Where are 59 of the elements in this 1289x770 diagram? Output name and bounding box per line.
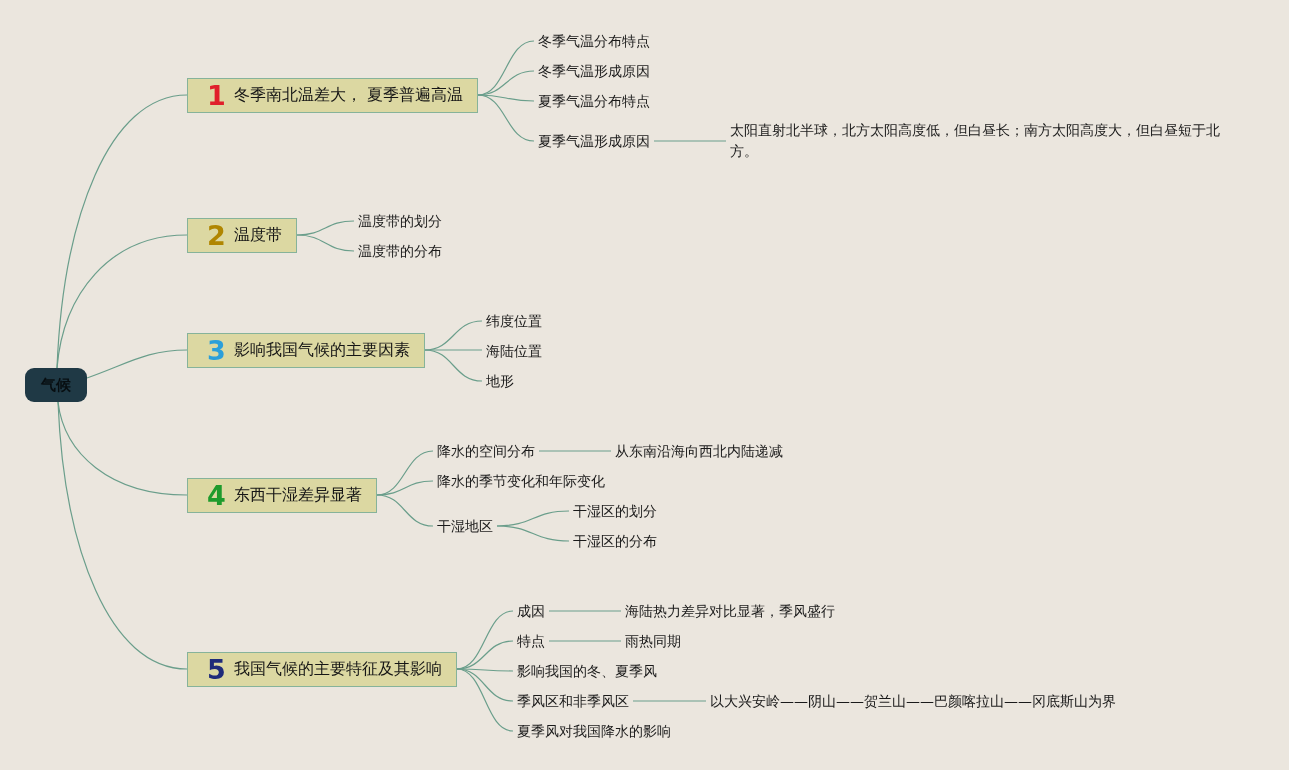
subtopic-label: 干湿地区	[433, 515, 497, 537]
connector-line	[456, 668, 514, 672]
subtopic-label: 冬季气温形成原因	[534, 60, 654, 82]
subtopic-label: 影响我国的冬、夏季风	[513, 660, 661, 682]
connector-line	[632, 700, 707, 702]
topic-box	[187, 651, 457, 687]
connector-line	[477, 94, 535, 142]
subtopic-label: 降水的季节变化和年际变化	[433, 470, 609, 492]
connector-line	[86, 349, 188, 379]
connector-line	[57, 401, 188, 670]
topic-number: 3	[207, 336, 226, 364]
topic-number: 2	[207, 221, 226, 249]
connector-line	[56, 234, 188, 369]
subtopic-label: 以大兴安岭——阴山——贺兰山——巴颜喀拉山——冈底斯山为界	[706, 690, 1120, 712]
connector-line	[56, 94, 188, 369]
subtopic-label: 降水的空间分布	[433, 440, 539, 462]
subtopic-label: 成因	[513, 600, 549, 622]
connector-line	[376, 480, 434, 496]
topic-label: 温度带	[233, 224, 282, 246]
topic-label: 我国气候的主要特征及其影响	[233, 658, 442, 680]
subtopic-label: 太阳直射北半球，北方太阳高度低，但白昼长；南方太阳高度大，但白昼短于北方。	[726, 120, 1230, 162]
subtopic-label: 雨热同期	[621, 630, 685, 652]
connector-line	[538, 450, 612, 452]
subtopic-label: 冬季气温分布特点	[534, 30, 654, 52]
connector-line	[548, 610, 622, 612]
topic-box	[187, 217, 297, 253]
subtopic-label: 夏季气温形成原因	[534, 130, 654, 152]
topic-box	[187, 332, 425, 368]
subtopic-label: 海陆位置	[482, 340, 546, 362]
connector-line	[424, 349, 483, 351]
topic-box	[187, 477, 377, 513]
subtopic-label: 夏季气温分布特点	[534, 90, 654, 112]
topic-number: 5	[207, 655, 226, 683]
subtopic-label: 夏季风对我国降水的影响	[513, 720, 675, 742]
topic-label: 东西干湿差异显著	[233, 484, 362, 506]
connector-line	[653, 140, 727, 142]
subtopic-label: 从东南沿海向西北内陆递减	[611, 440, 787, 462]
subtopic-label: 季风区和非季风区	[513, 690, 633, 712]
subtopic-label: 干湿区的分布	[569, 530, 661, 552]
connector-line	[548, 640, 622, 642]
connector-line	[456, 668, 514, 732]
connector-line	[424, 349, 483, 382]
subtopic-label: 地形	[482, 370, 518, 392]
subtopic-label: 纬度位置	[482, 310, 546, 332]
topic-number: 4	[207, 481, 226, 509]
connector-line	[296, 220, 355, 236]
topic-label: 冬季南北温差大， 夏季普遍高温	[233, 84, 463, 106]
connector-line	[376, 494, 434, 527]
topic-label: 影响我国气候的主要因素	[233, 339, 410, 361]
connector-line	[477, 94, 535, 102]
subtopic-label: 海陆热力差异对比显著，季风盛行	[621, 600, 839, 622]
subtopic-label: 干湿区的划分	[569, 500, 661, 522]
subtopic-label: 温度带的分布	[354, 240, 446, 262]
topic-number: 1	[207, 81, 226, 109]
topic-box	[187, 77, 478, 113]
connector-line	[496, 525, 570, 542]
subtopic-label: 特点	[513, 630, 549, 652]
subtopic-label: 温度带的划分	[354, 210, 446, 232]
connector-line	[296, 234, 355, 252]
